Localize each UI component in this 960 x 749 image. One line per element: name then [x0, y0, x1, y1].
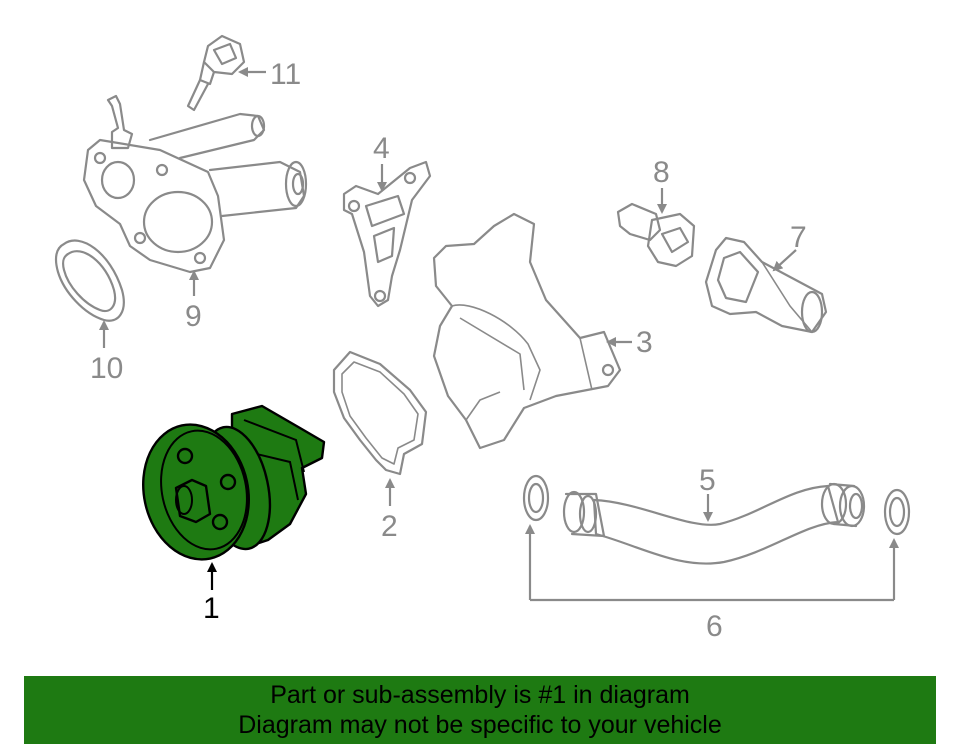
callout-5: 5 — [699, 464, 716, 497]
callout-11: 11 — [270, 58, 301, 91]
banner-line-1: Part or sub-assembly is #1 in diagram — [270, 681, 690, 709]
part-1-water-pump[interactable] — [131, 404, 326, 569]
callout-8: 8 — [653, 156, 670, 189]
part-3-timing-cover — [432, 212, 622, 450]
callout-6: 6 — [706, 610, 723, 643]
part-9-thermostat-housing — [82, 94, 308, 274]
info-banner: Part or sub-assembly is #1 in diagram Di… — [24, 676, 936, 744]
part-10-gasket — [54, 239, 125, 322]
leader-7 — [772, 249, 797, 272]
part-7-water-inlet — [704, 236, 828, 334]
callout-9: 9 — [185, 300, 202, 333]
part-4-bracket — [342, 160, 432, 308]
part-11-temperature-sensor — [186, 34, 246, 112]
callout-7: 7 — [790, 221, 807, 254]
callout-2: 2 — [381, 510, 398, 543]
parts-diagram: 11 4 8 7 9 10 3 2 5 6 1 — [54, 34, 911, 643]
callout-4: 4 — [373, 132, 390, 165]
banner-line-2: Diagram may not be specific to your vehi… — [238, 711, 722, 739]
leader-6-bracket — [525, 524, 899, 602]
part-8-bolt — [616, 202, 696, 268]
part-2-gasket — [332, 350, 428, 476]
part-5-water-pipe — [562, 482, 866, 565]
callout-3: 3 — [636, 326, 653, 359]
part-6-o-rings — [522, 474, 911, 536]
callout-1: 1 — [203, 592, 220, 625]
callout-10: 10 — [90, 352, 123, 385]
